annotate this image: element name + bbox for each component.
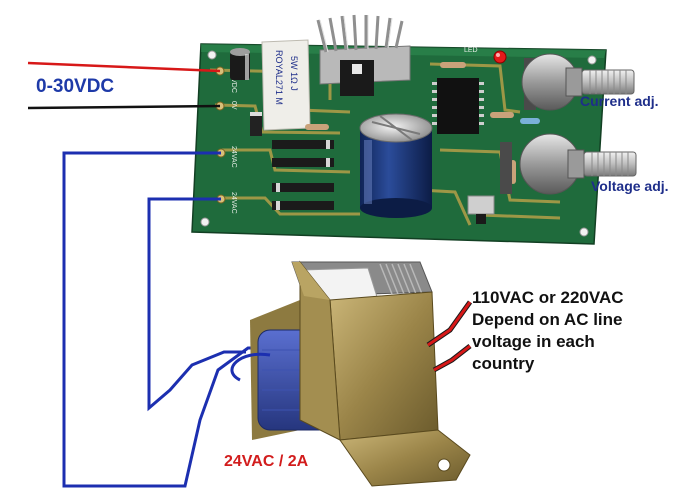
pcb-mark-ac2: 24VAC: [230, 192, 237, 214]
current-adj-label: Current adj.: [580, 93, 659, 109]
pcb-mark-ac1: 24VAC: [230, 146, 237, 168]
mount-hole: [207, 50, 217, 60]
secondary-voltage-label: 24VAC / 2A: [224, 453, 309, 470]
led: LED: [464, 47, 507, 64]
output-wire-red: [27, 61, 221, 73]
mains-note-line-1: 110VAC or 220VAC: [472, 288, 624, 307]
power-resistor: ROYAL271 M 5W 1Ω J: [261, 39, 311, 131]
mount-hole: [587, 55, 597, 65]
resistor-text-2: 5W 1Ω J: [289, 56, 299, 91]
heatsink: [316, 14, 411, 96]
mains-note: 110VAC or 220VAC Depend on AC line volta…: [472, 287, 678, 375]
resistor-text-1: ROYAL271 M: [274, 50, 284, 105]
mains-note-line-2: Depend on AC line: [472, 310, 623, 329]
transistor: [467, 195, 495, 224]
pcb-board: +0-30VDC 0V 24VAC 24VAC ROYAL271 M 5W 1Ω…: [191, 14, 607, 245]
output-voltage-label: 0-30VDC: [36, 76, 115, 97]
mains-note-line-3: voltage in each: [472, 332, 595, 351]
small-capacitor: [230, 48, 250, 80]
pcb-mark-out-minus: 0V: [230, 101, 237, 110]
mount-hole: [200, 217, 210, 227]
filter-capacitor: [359, 113, 433, 218]
transformer: [230, 260, 471, 487]
voltage-adj-label: Voltage adj.: [591, 178, 669, 194]
ac-wire-blue-inner: [147, 197, 246, 412]
current-potentiometer[interactable]: [521, 53, 635, 111]
ic-chip: [432, 78, 484, 134]
voltage-potentiometer[interactable]: [500, 133, 637, 195]
mains-note-line-4: country: [472, 354, 535, 373]
mains-wires: [426, 300, 473, 373]
mount-hole: [579, 227, 589, 237]
led-label: LED: [464, 47, 478, 54]
rectifier-diodes: [250, 112, 334, 210]
output-wire-black: [27, 104, 221, 110]
